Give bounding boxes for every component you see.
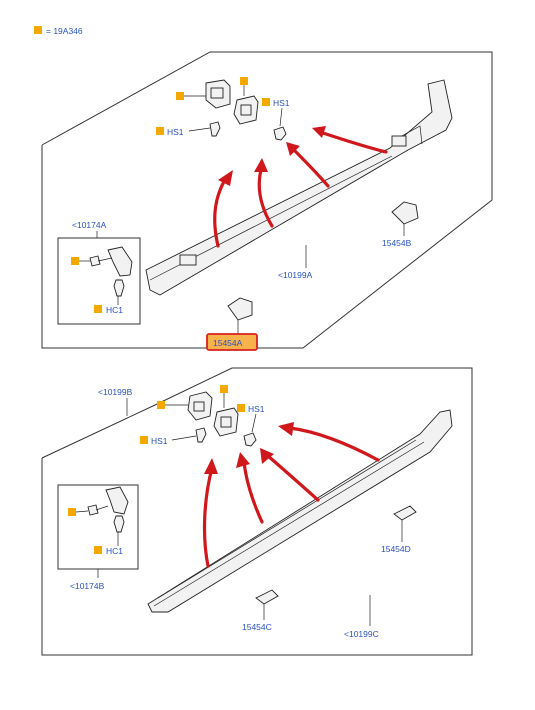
marker-hs1-bottom-left: [140, 436, 148, 444]
label-10174B: <10174B: [70, 581, 105, 591]
legend-text: = 19A346: [46, 26, 83, 36]
label-10199C: <10199C: [344, 629, 379, 639]
top-panel: <10174A HC1 HS1 HS1: [41, 51, 493, 351]
highlight-15454A: [206, 333, 258, 351]
pin-hs1-bottom-left: [195, 427, 207, 443]
label-10174A: <10174A: [72, 220, 107, 230]
marker-bracket-b1: [157, 401, 165, 409]
sill-10199A: [145, 79, 453, 296]
arrow-top-3: [290, 146, 330, 188]
marker-hs1-top-left: [156, 127, 164, 135]
label-hs1-bottom-left: HS1: [151, 436, 168, 446]
marker-hs1-bottom-right: [237, 404, 245, 412]
pin-hs1-top-left: [209, 121, 221, 137]
box-10174A: [57, 237, 141, 325]
label-15454C: 15454C: [242, 622, 272, 632]
label-hc1-bottom: HC1: [106, 546, 123, 556]
clip-15454B: [391, 201, 419, 225]
arrow-bottom-2: [242, 460, 264, 524]
clip-15454A: [227, 297, 253, 321]
top-panel-outline: [41, 51, 493, 349]
arrow-top-4: [318, 130, 388, 154]
clip-part-b: [87, 504, 99, 516]
label-10199A: <10199A: [278, 270, 313, 280]
marker-bracket-2: [240, 77, 248, 85]
bottom-panel-outline: [41, 367, 473, 656]
marker-box-a: [71, 257, 79, 265]
arrow-top-1: [213, 176, 228, 248]
clip-part: [89, 255, 101, 267]
legend-marker: [34, 26, 42, 34]
screw-hc1-bottom: [113, 515, 125, 533]
label-hs1-top-right: HS1: [273, 98, 290, 108]
marker-hc1-bottom: [94, 546, 102, 554]
label-15454D: 15454D: [381, 544, 411, 554]
bracket-10174B: [105, 486, 129, 515]
pin-hs1-top-right: [273, 126, 287, 141]
marker-hc1-top: [94, 305, 102, 313]
bottom-panel-left-edge: [41, 458, 340, 656]
arrow-bottom-3: [266, 454, 320, 502]
clip-15454D: [393, 505, 417, 521]
screw-hc1-top: [113, 279, 125, 297]
marker-box-b: [68, 508, 76, 516]
legend: = 19A346: [34, 26, 83, 36]
label-15454A: 15454A: [213, 338, 243, 348]
marker-bracket-b2: [220, 385, 228, 393]
label-15454B: 15454B: [382, 238, 412, 248]
label-hc1-top: HC1: [106, 305, 123, 315]
arrow-bottom-4: [288, 426, 380, 462]
label-hs1-bottom-right: HS1: [248, 404, 265, 414]
marker-hs1-top-right: [262, 98, 270, 106]
clip-15454C: [255, 589, 279, 605]
marker-bracket-1: [176, 92, 184, 100]
arrow-bottom-1: [202, 466, 214, 568]
top-panel-left-edge: [41, 145, 143, 349]
bottom-panel: <10199B HC1 <10174B HS1 HS1: [41, 367, 473, 656]
pin-hs1-bottom-right: [243, 432, 257, 447]
bracket-10174A: [107, 246, 133, 277]
label-10199B: <10199B: [98, 387, 133, 397]
label-hs1-top-left: HS1: [167, 127, 184, 137]
